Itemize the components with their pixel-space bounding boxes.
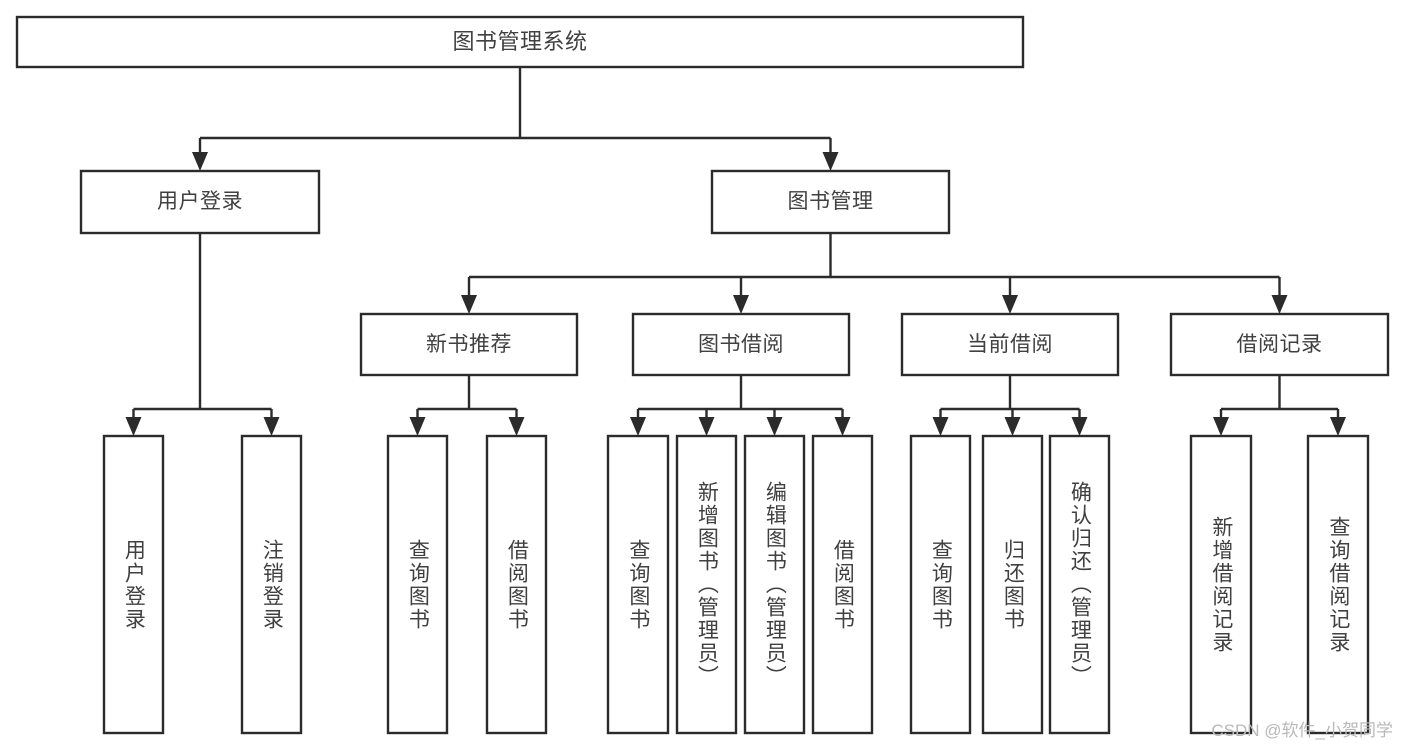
arrow-head-icon-group-3-leaf-2	[1071, 417, 1088, 436]
connectors-layer	[125, 67, 1346, 436]
arrow-head-icon-group-1-leaf-0	[409, 417, 426, 436]
arrow-head-icon-group-3-leaf-1	[1004, 417, 1021, 436]
leaf-node-box-11[interactable]	[1189, 434, 1253, 735]
arrow-head-icon-root-to-level2-0	[192, 152, 208, 171]
leaf-node-box-9[interactable]	[981, 434, 1044, 735]
arrow-head-icon-group-4-leaf-1	[1330, 417, 1346, 436]
leaf-node-box-2[interactable]	[386, 434, 449, 735]
leaf-node-box-6[interactable]	[743, 434, 806, 735]
arrow-head-icon-group-0-leaf-0	[125, 417, 142, 436]
arrow-head-icon-bookmgmt-to-level3-3	[1271, 295, 1288, 314]
leaf-node-box-1[interactable]	[240, 434, 303, 735]
leaf-node-box-4[interactable]	[606, 434, 670, 735]
leaf-node-box-12[interactable]	[1306, 434, 1370, 735]
leaf-node-box-10[interactable]	[1048, 434, 1111, 735]
watermark-text: CSDN @软件_小贺同学	[1211, 721, 1393, 740]
leaf-node-box-5[interactable]	[675, 434, 738, 735]
level2-node-box-1[interactable]	[710, 169, 951, 235]
arrow-head-icon-group-2-leaf-3	[834, 417, 851, 436]
root-node-box[interactable]	[15, 15, 1025, 69]
leaf-node-box-7[interactable]	[811, 434, 874, 735]
level3-node-box-2[interactable]	[900, 312, 1120, 377]
arrow-head-icon-group-2-leaf-0	[630, 417, 646, 436]
arrow-head-icon-root-to-level2-1	[822, 152, 839, 171]
arrow-head-icon-bookmgmt-to-level3-1	[733, 295, 749, 314]
arrow-head-icon-bookmgmt-to-level3-0	[461, 295, 477, 314]
arrow-head-icon-group-0-leaf-1	[263, 417, 280, 436]
arrow-head-icon-group-2-leaf-1	[698, 417, 715, 436]
arrow-head-icon-bookmgmt-to-level3-2	[1002, 295, 1018, 314]
level2-node-box-0[interactable]	[79, 169, 321, 235]
level3-node-box-1[interactable]	[631, 312, 851, 377]
arrow-head-icon-group-1-leaf-1	[508, 417, 525, 436]
boxes-layer	[15, 15, 1390, 735]
leaf-node-box-0[interactable]	[102, 434, 165, 735]
arrow-head-icon-group-2-leaf-2	[766, 417, 783, 436]
level3-node-box-3[interactable]	[1169, 312, 1390, 377]
arrow-head-icon-group-4-leaf-0	[1213, 417, 1229, 436]
leaf-node-box-3[interactable]	[485, 434, 548, 735]
leaf-node-box-8[interactable]	[909, 434, 972, 735]
level3-node-box-0[interactable]	[359, 312, 579, 377]
arrow-head-icon-group-3-leaf-0	[932, 417, 949, 436]
